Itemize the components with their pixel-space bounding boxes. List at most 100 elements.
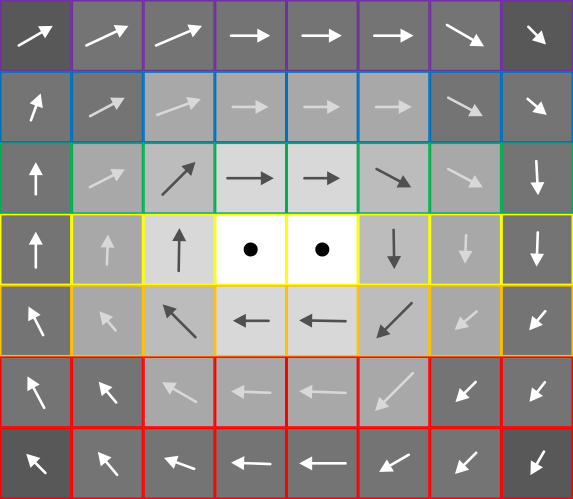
cell-border-r0-c4: [286, 0, 359, 72]
cell-border-r0-c1: [71, 0, 144, 72]
cell-border-r6-c3: [214, 427, 287, 499]
cell-border-r4-c0: [0, 285, 72, 357]
cell-border-r5-c3: [214, 356, 287, 428]
vector-arrow-r0-c4: [301, 28, 342, 43]
vector-arrow-r0-c2: [154, 24, 203, 47]
vector-arrow-r5-c6: [455, 380, 477, 403]
cell-border-r5-c2: [143, 356, 215, 428]
vector-arrow-r5-c5: [375, 371, 415, 411]
cell-border-r1-c5: [358, 71, 430, 143]
vector-arrow-r0-c6: [445, 23, 485, 47]
vector-arrow-r6-c4: [299, 456, 347, 471]
cell-border-r5-c6: [429, 356, 502, 428]
vector-arrow-r3-c1: [100, 234, 115, 266]
cell-border-r3-c2: [143, 213, 215, 286]
vector-arrow-r0-c1: [85, 25, 129, 47]
cell-border-r1-c0: [0, 71, 72, 143]
cell-border-r4-c6: [429, 285, 502, 357]
cell-border-r6-c4: [286, 427, 359, 499]
cell-border-r3-c6: [429, 213, 502, 286]
vector-arrow-r2-c5: [375, 167, 412, 188]
vector-arrow-r6-c2: [163, 455, 196, 471]
cell-border-r4-c2: [143, 285, 215, 357]
vector-arrow-r4-c6: [454, 310, 478, 330]
vector-arrow-r3-c7: [530, 231, 545, 267]
cell-border-r0-c2: [143, 0, 215, 72]
cell-border-r3-c4: [286, 213, 359, 286]
vector-arrow-r2-c4: [303, 171, 341, 186]
cell-border-r5-c5: [358, 356, 430, 428]
cell-border-r0-c5: [358, 0, 430, 72]
cell-border-r6-c7: [501, 427, 573, 499]
vector-arrow-r3-c5: [387, 228, 402, 270]
cell-border-r4-c1: [71, 285, 144, 357]
cell-border-r3-c1: [71, 213, 144, 286]
vector-arrow-r2-c2: [161, 161, 196, 196]
vector-arrow-r6-c5: [379, 453, 411, 472]
cell-border-r1-c1: [71, 71, 144, 143]
vector-arrow-r1-c5: [374, 99, 412, 114]
vector-arrow-r1-c4: [303, 99, 341, 114]
cell-border-r0-c7: [501, 0, 573, 72]
cell-border-r4-c5: [358, 285, 430, 357]
vector-arrow-r2-c3: [226, 171, 274, 186]
cell-border-r5-c4: [286, 356, 359, 428]
cell-border-r2-c0: [0, 142, 72, 214]
cell-border-r1-c6: [429, 71, 502, 143]
vector-arrow-r5-c1: [98, 381, 118, 404]
cell-border-r5-c1: [71, 356, 144, 428]
cell-border-r2-c3: [214, 142, 287, 214]
vector-arrow-r4-c4: [299, 313, 347, 328]
cell-border-r6-c1: [71, 427, 144, 499]
cell-border-r0-c6: [429, 0, 502, 72]
vector-arrow-r4-c3: [232, 313, 270, 328]
vector-arrow-r5-c4: [299, 384, 347, 399]
vector-arrow-r5-c7: [529, 380, 547, 402]
cell-border-r1-c4: [286, 71, 359, 143]
cell-border-r2-c4: [286, 142, 359, 214]
vector-arrow-r5-c3: [231, 384, 272, 399]
vector-arrow-r1-c2: [155, 96, 201, 117]
vector-arrow-r2-c6: [446, 167, 483, 188]
cell-border-r6-c6: [429, 427, 502, 499]
cell-border-r3-c5: [358, 213, 430, 286]
cell-border-r1-c3: [214, 71, 287, 143]
cell-border-r3-c7: [501, 213, 573, 286]
center-dot-r3-c4: [315, 242, 330, 257]
cell-border-r2-c2: [143, 142, 215, 214]
vector-arrow-r5-c2: [162, 382, 198, 404]
vector-arrow-r3-c2: [172, 228, 187, 273]
vector-arrow-r6-c7: [530, 450, 546, 476]
vector-arrow-r3-c0: [28, 231, 43, 269]
vector-arrow-r4-c1: [99, 311, 117, 332]
cell-border-r6-c2: [143, 427, 215, 499]
vector-arrow-r4-c0: [28, 306, 45, 337]
cell-border-r3-c3: [214, 213, 287, 286]
vector-arrow-r3-c6: [458, 233, 473, 264]
vector-arrow-r2-c7: [530, 159, 545, 196]
vector-arrow-r0-c0: [17, 25, 53, 47]
vector-arrow-r4-c7: [529, 309, 547, 331]
cell-border-r4-c7: [501, 285, 573, 357]
cell-border-r0-c3: [214, 0, 287, 72]
cell-border-r4-c4: [286, 285, 359, 357]
vector-arrow-r4-c2: [162, 304, 197, 339]
vector-arrow-r6-c0: [26, 453, 47, 475]
vector-arrow-r1-c0: [29, 93, 43, 122]
vector-arrow-r6-c6: [454, 451, 478, 474]
vector-arrow-r1-c1: [88, 97, 125, 118]
vector-arrow-r4-c5: [376, 301, 413, 339]
cell-border-r2-c6: [429, 142, 502, 214]
cell-border-r6-c0: [0, 427, 72, 499]
cell-border-r2-c7: [501, 142, 573, 214]
cell-border-r3-c0: [0, 213, 72, 286]
vector-arrow-r2-c0: [28, 162, 43, 196]
cell-border-r0-c0: [0, 0, 72, 72]
vector-arrow-r5-c0: [27, 376, 46, 410]
vector-arrow-r1-c6: [446, 96, 483, 117]
vector-arrow-r0-c5: [373, 28, 414, 43]
cell-border-r5-c7: [501, 356, 573, 428]
cell-border-r2-c1: [71, 142, 144, 214]
symbols-layer: [17, 23, 547, 477]
